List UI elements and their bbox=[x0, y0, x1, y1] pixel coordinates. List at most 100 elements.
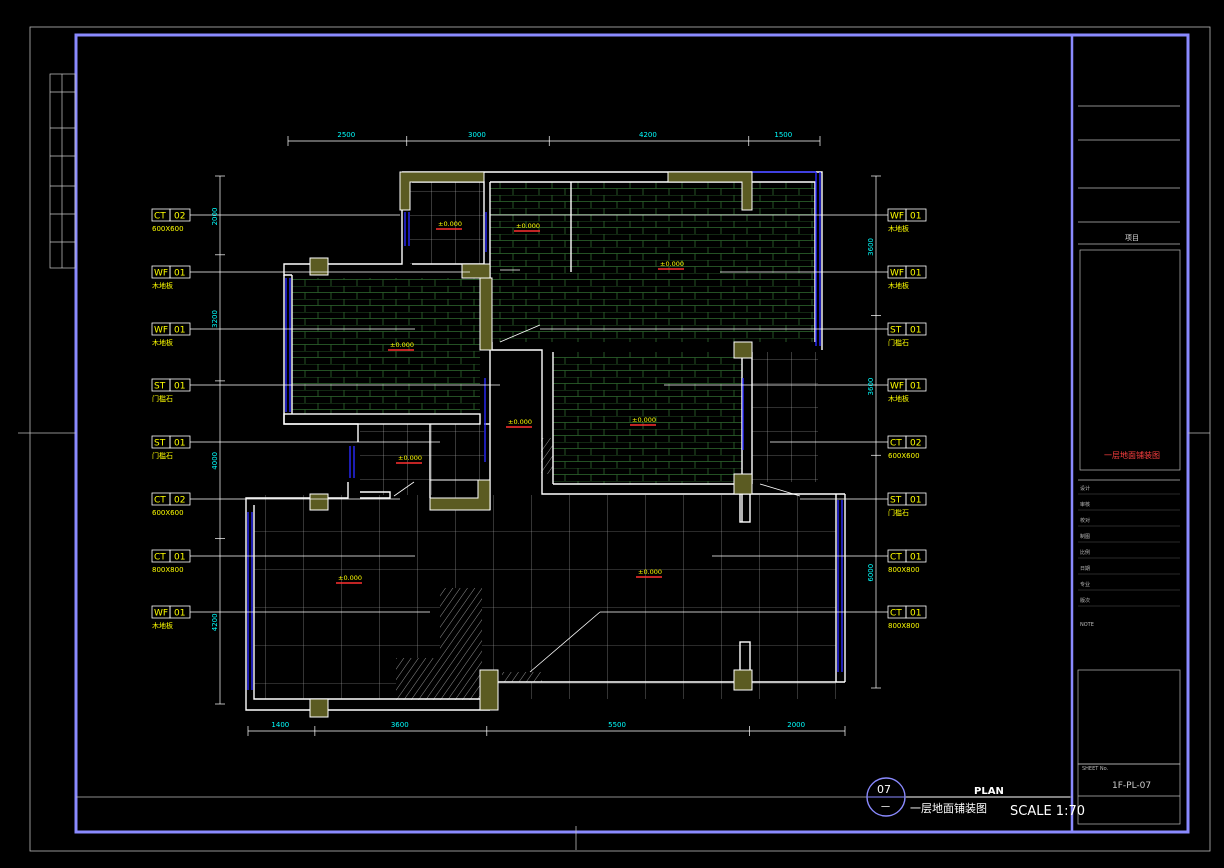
title-block-drawing-title: 一层地面铺装图 bbox=[1104, 450, 1160, 460]
tag-desc: 木地板 bbox=[152, 281, 173, 290]
tag-num-box bbox=[905, 549, 927, 563]
title-row-1: 设计 bbox=[1078, 485, 1180, 495]
title-row-7: 专业 bbox=[1078, 581, 1180, 591]
level-marker-3: ±0.000 bbox=[658, 260, 684, 270]
level-text: ±0.000 bbox=[632, 416, 656, 424]
dim-text: 4200 bbox=[639, 131, 657, 139]
tag-code: ST bbox=[154, 439, 166, 449]
tag-num-box bbox=[905, 492, 927, 506]
tag-num: 01 bbox=[174, 269, 185, 279]
drawing-title-cn: 一层地面铺装图 bbox=[910, 802, 987, 815]
level-text: ±0.000 bbox=[508, 418, 532, 426]
tag-num: 01 bbox=[910, 382, 921, 392]
tag-code: CT bbox=[154, 496, 166, 506]
dim-text: 3000 bbox=[468, 131, 486, 139]
outer-sheet-border bbox=[29, 26, 1211, 852]
level-marker-6: ±0.000 bbox=[630, 416, 656, 426]
tag-num: 01 bbox=[910, 326, 921, 336]
note-label: NOTE bbox=[1080, 622, 1094, 628]
drawing-frame bbox=[74, 33, 1190, 834]
scale-label: SCALE 1:70 bbox=[1010, 804, 1085, 819]
tag-desc: 门槛石 bbox=[152, 394, 173, 403]
tag-code: CT bbox=[890, 553, 902, 563]
floor-finishes bbox=[254, 182, 836, 700]
dim-text: 3600 bbox=[867, 378, 875, 396]
tag-num: 01 bbox=[174, 553, 185, 563]
floor-tile-600-north bbox=[410, 182, 484, 264]
tag-desc: 木地板 bbox=[152, 621, 173, 630]
title-row-label: 校对 bbox=[1080, 517, 1090, 524]
dim-text: 3600 bbox=[867, 238, 875, 256]
sheet-number: 1F-PL-07 bbox=[1112, 781, 1151, 791]
tag-code: WF bbox=[154, 326, 168, 336]
level-text: ±0.000 bbox=[638, 568, 662, 576]
tag-num: 02 bbox=[174, 496, 185, 506]
tag-desc: 木地板 bbox=[888, 224, 909, 233]
level-marker-2: ±0.000 bbox=[514, 222, 540, 232]
level-text: ±0.000 bbox=[390, 341, 414, 349]
tag-code: WF bbox=[890, 382, 904, 392]
drawing-number: 07 bbox=[877, 783, 891, 796]
tag-num: 02 bbox=[174, 212, 185, 222]
tag-code: WF bbox=[890, 212, 904, 222]
level-text: ±0.000 bbox=[516, 222, 540, 230]
tag-num-box bbox=[905, 378, 927, 392]
title-row-label: 日期 bbox=[1080, 566, 1090, 572]
dim-text: 5500 bbox=[608, 721, 626, 729]
tag-desc: 800X800 bbox=[152, 566, 184, 574]
tag-desc: 600X600 bbox=[152, 225, 184, 233]
tag-code: ST bbox=[890, 326, 902, 336]
dim-text: 3600 bbox=[391, 721, 409, 729]
floor-wood-living bbox=[490, 182, 815, 342]
dim-text: 2500 bbox=[337, 131, 355, 139]
drawing-number-bubble bbox=[866, 777, 906, 817]
floor-wood-bedroom-west bbox=[292, 278, 480, 414]
tag-code: CT bbox=[890, 609, 902, 619]
threshold-hatch bbox=[502, 672, 542, 682]
dim-text: 4200 bbox=[211, 613, 219, 631]
dim-text: 3200 bbox=[211, 310, 219, 328]
tag-num: 01 bbox=[174, 382, 185, 392]
tag-desc: 600X600 bbox=[152, 509, 184, 517]
drawing-title-block: 07 一 PLAN 一层地面铺装图 SCALE 1:70 bbox=[866, 777, 1085, 819]
windows bbox=[247, 171, 843, 690]
title-row-3: 校对 bbox=[1078, 517, 1180, 527]
dim-text: 2000 bbox=[211, 208, 219, 226]
level-marker-5: ±0.000 bbox=[506, 418, 532, 428]
tag-desc: 600X600 bbox=[888, 452, 920, 460]
tag-num-box bbox=[905, 265, 927, 279]
sheet-no-label: SHEET No. bbox=[1082, 766, 1109, 772]
tag-num-box bbox=[905, 435, 927, 449]
tag-desc: 800X800 bbox=[888, 566, 920, 574]
title-row-5: 比例 bbox=[1078, 549, 1180, 559]
tag-num-box bbox=[905, 605, 927, 619]
tag-num: 01 bbox=[910, 609, 921, 619]
tag-num: 01 bbox=[174, 326, 185, 336]
tag-desc: 木地板 bbox=[888, 394, 909, 403]
title-row-4: 制图 bbox=[1078, 533, 1180, 543]
tag-desc: 门槛石 bbox=[888, 508, 909, 517]
floor-tile-800-hall bbox=[254, 495, 836, 699]
tag-num: 02 bbox=[910, 439, 921, 449]
tag-num-box bbox=[905, 208, 927, 222]
title-row-label: 专业 bbox=[1080, 581, 1090, 588]
tag-num-box bbox=[905, 322, 927, 336]
title-row-label: 审核 bbox=[1080, 501, 1090, 508]
plan-label: PLAN bbox=[974, 786, 1004, 797]
tag-code: WF bbox=[154, 609, 168, 619]
level-text: ±0.000 bbox=[398, 454, 422, 462]
dim-text: 6000 bbox=[867, 564, 875, 582]
